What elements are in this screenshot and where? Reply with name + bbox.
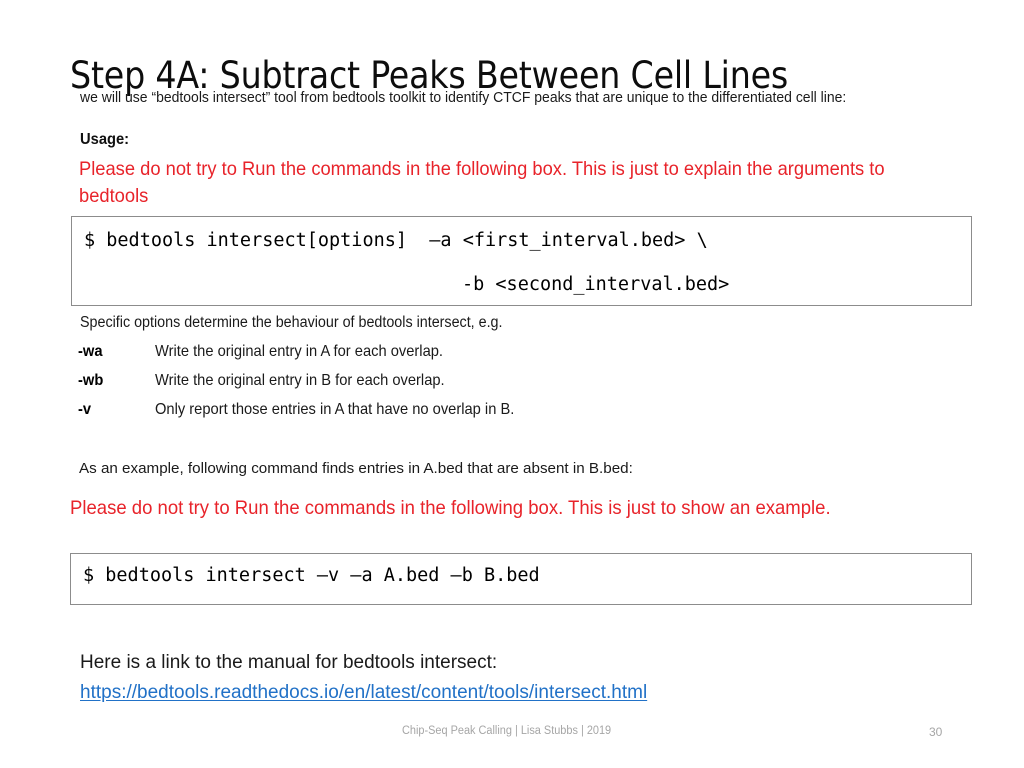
intro-paragraph: we will use “bedtools intersect” tool fr… [80,89,847,106]
usage-command-line-1: $ bedtools intersect[options] –a <first_… [84,230,708,251]
option-description: Only report those entries in A that have… [155,401,515,418]
example-intro-text: As an example, following command finds e… [79,460,633,477]
manual-link-intro: Here is a link to the manual for bedtool… [80,652,498,673]
option-row-wa: -wa Write the original entry in A for ea… [78,343,878,372]
footer-page-number: 30 [929,725,943,739]
option-description: Write the original entry in A for each o… [155,343,443,360]
option-description: Write the original entry in B for each o… [155,372,445,389]
example-command-line-1: $ bedtools intersect –v –a A.bed –b B.be… [83,565,540,586]
option-flag: -v [78,401,92,418]
usage-code-box: $ bedtools intersect[options] –a <first_… [71,216,972,306]
option-row-wb: -wb Write the original entry in B for ea… [78,372,878,401]
usage-label: Usage: [80,131,130,148]
options-intro-text: Specific options determine the behaviour… [80,314,503,331]
warning-text-example: Please do not try to Run the commands in… [70,497,831,519]
footer-credit: Chip-Seq Peak Calling | Lisa Stubbs | 20… [402,725,612,737]
page-title: Step 4A: Subtract Peaks Between Cell Lin… [70,53,789,97]
bedtools-manual-link[interactable]: https://bedtools.readthedocs.io/en/lates… [80,682,648,703]
example-code-box: $ bedtools intersect –v –a A.bed –b B.be… [70,553,972,605]
option-row-v: -v Only report those entries in A that h… [78,401,878,430]
warning-text-usage: Please do not try to Run the commands in… [79,158,885,207]
usage-command-line-2: -b <second_interval.bed> [462,274,730,295]
option-flag: -wb [78,372,104,389]
option-flag: -wa [78,343,103,360]
